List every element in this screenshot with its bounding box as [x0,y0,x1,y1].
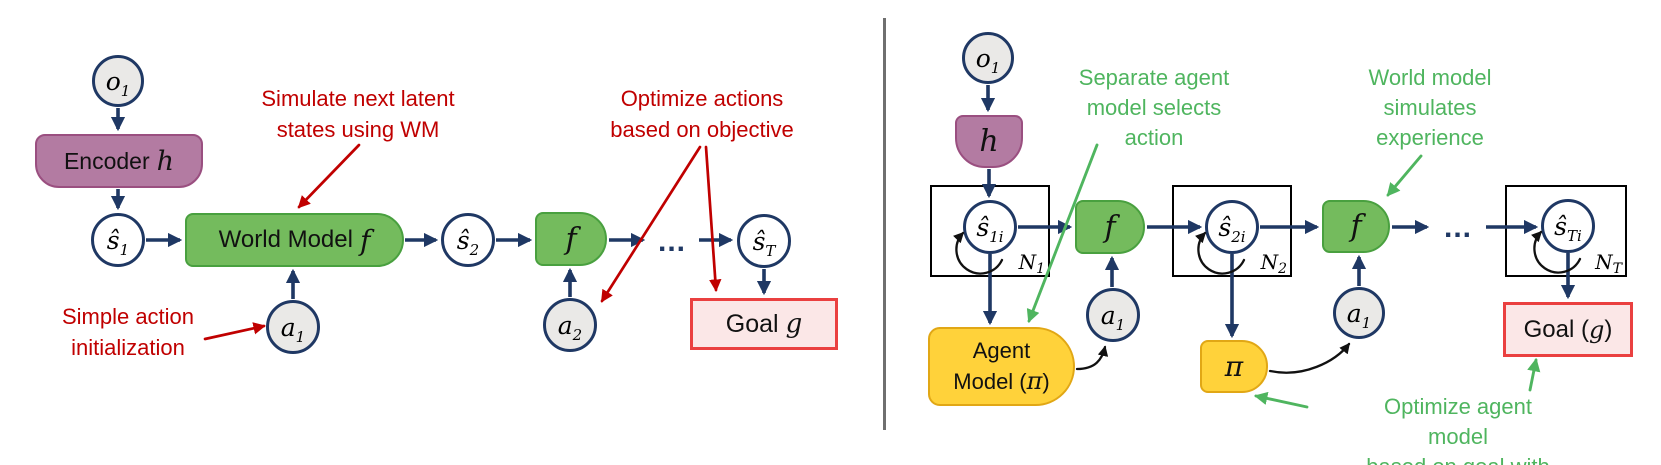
annotation-simple-action-init: Simple action initialization [61,304,195,360]
left-latent-state-node-sT: ŝT [737,214,791,268]
pi-label: π [1224,350,1244,383]
left-world-model-step-block: f [535,212,607,266]
left-latent-state-node-s2: ŝ2 [441,213,495,267]
h-label: h [979,124,999,159]
right-goal-box: Goal ( g ) [1503,302,1633,357]
f-label: f [565,221,577,257]
right-action-node-a1-second: a1 [1333,287,1385,339]
right-latent-state-node-s2i: ŝ2i [1205,200,1259,254]
panel-divider [883,18,886,430]
goal-label-close: ) [1604,315,1613,343]
encoder-math-label: h [156,145,175,177]
a1-label: a1 [1346,298,1372,332]
f2-label: f [1350,209,1362,244]
s1-label: ŝ1 [106,225,130,259]
right-action-node-a1-first: a1 [1086,288,1140,342]
agent-model-block: Agent Model (π) [928,327,1075,406]
o1-label: o1 [105,66,131,100]
right-encoder-block: h [955,115,1023,168]
annotation-simulate-latent: Simulate next latent states using WM [261,86,455,142]
a2-label: a2 [557,310,583,344]
NT-label: NT [1595,250,1622,277]
sT-label: ŝT [752,226,776,260]
s1i-label: ŝ1i [976,212,1004,246]
s2-label: ŝ2 [456,225,480,259]
goal-label: Goal ( [1523,315,1589,343]
N1-label: N1 [1018,250,1045,277]
annotation-world-model-simulates: World model simulates experience [1368,65,1492,150]
left-goal-box: Goal g [690,298,838,350]
goal-math-label: g [1588,315,1605,344]
encoder-label: Encoder [63,147,150,174]
right-latent-state-node-sTi: ŝTi [1541,199,1595,253]
s2i-label: ŝ2i [1218,212,1246,246]
goal-math-label: g [785,309,803,339]
left-ellipsis: ... [657,225,686,258]
right-world-model-step2-block: f [1322,200,1390,253]
goal-label: Goal [725,309,779,338]
left-action-node-a1: a1 [266,300,320,354]
policy-block-pi: π [1200,340,1268,393]
annotation-optimize-agent-rl: Optimize agent model based on goal with … [1366,394,1549,465]
left-encoder-block: Encoder h [35,134,203,188]
sTi-label: ŝTi [1554,211,1582,245]
world-model-label: World Model [218,226,353,253]
annotation-optimize-actions: Optimize actions based on objective [610,86,794,142]
a1-label: a1 [1100,300,1126,334]
left-action-node-a2: a2 [543,298,597,352]
agent-model-line1: Agent [972,338,1031,363]
left-observation-node-o1: o1 [92,55,144,107]
left-world-model-block: World Model f [185,213,404,267]
left-latent-state-node-s1: ŝ1 [91,213,145,267]
N2-label: N2 [1260,250,1287,277]
agent-model-line2: Model (π) [953,367,1050,395]
annotation-separate-agent-model: Separate agent model selects action [1078,65,1230,150]
right-latent-state-node-s1i: ŝ1i [963,200,1017,254]
f1-label: f [1104,209,1116,245]
right-world-model-step1-block: f [1075,200,1145,254]
o1-label: o1 [975,43,1001,77]
right-ellipsis: ... [1443,211,1472,244]
right-observation-node-o1: o1 [962,32,1014,84]
world-model-math-label: f [359,223,371,257]
a1-label: a1 [280,312,306,346]
plate-box-NT: NT [1505,185,1627,277]
